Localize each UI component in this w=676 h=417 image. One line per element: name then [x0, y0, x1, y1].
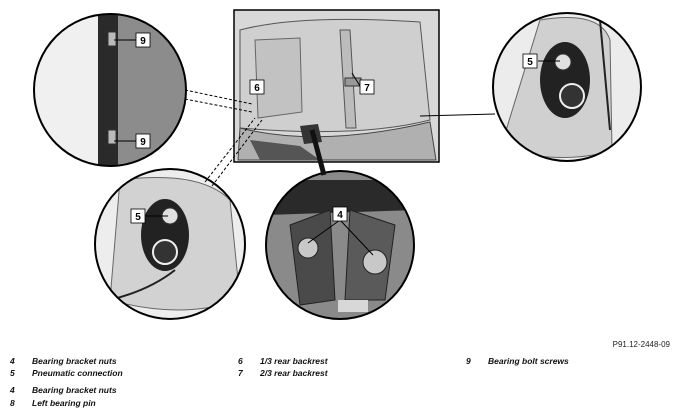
svg-text:9: 9 [140, 137, 146, 148]
callout-4: 4 [332, 206, 348, 222]
callout-9-bottom: 9 [135, 133, 151, 149]
detail-circle-top-left [33, 13, 187, 167]
svg-text:7: 7 [364, 83, 370, 94]
svg-text:4: 4 [337, 210, 343, 221]
svg-text:9: 9 [140, 36, 146, 47]
detail-circle-bottom-left [94, 168, 246, 320]
callout-5-left: 5 [130, 208, 146, 224]
center-photo-backrest [233, 9, 440, 163]
technical-illustration: 9 9 6 7 5 5 4 [33, 9, 642, 320]
detail-circle-bottom-center [265, 170, 415, 320]
callout-7: 7 [359, 79, 375, 95]
figure-reference: P91.12-2448-09 [612, 340, 670, 349]
callout-6: 6 [249, 79, 265, 95]
svg-text:5: 5 [527, 57, 533, 68]
callout-9-top: 9 [135, 32, 151, 48]
svg-text:5: 5 [135, 212, 141, 223]
svg-text:6: 6 [254, 83, 260, 94]
detail-circle-top-right [492, 12, 642, 162]
callout-5-right: 5 [522, 53, 538, 69]
connector-lines [184, 89, 496, 187]
callout-leaders [114, 39, 560, 256]
